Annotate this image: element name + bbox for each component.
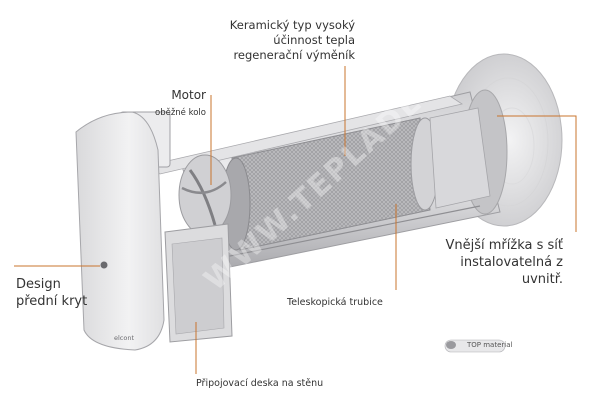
front-design-cover: elcont	[75, 111, 165, 351]
top-material-badge	[444, 339, 506, 353]
ceramic-heat-exchanger	[221, 107, 491, 251]
label-connection-plate: Připojovací deska na stěnu	[196, 378, 324, 389]
label-outer-grille: Vnější mřížka s síť instalovatelná z uvn…	[445, 238, 564, 287]
cover-brand: elcont	[114, 334, 134, 342]
wall-connection-plate	[164, 223, 233, 343]
leader-lines	[14, 66, 577, 374]
label-motor: Motor	[171, 88, 206, 102]
label-front-cover: Design přední kryt	[16, 277, 88, 309]
label-impeller: oběžné kolo	[155, 108, 206, 118]
leader-mrizka	[497, 115, 577, 232]
label-ceramic-exchanger: Keramický typ vysoký účinnost tepla rege…	[229, 18, 355, 62]
label-top-material: TOP material	[467, 341, 513, 349]
label-telescopic-tube: Teleskopická trubice	[287, 297, 383, 308]
material-icon	[446, 341, 456, 349]
